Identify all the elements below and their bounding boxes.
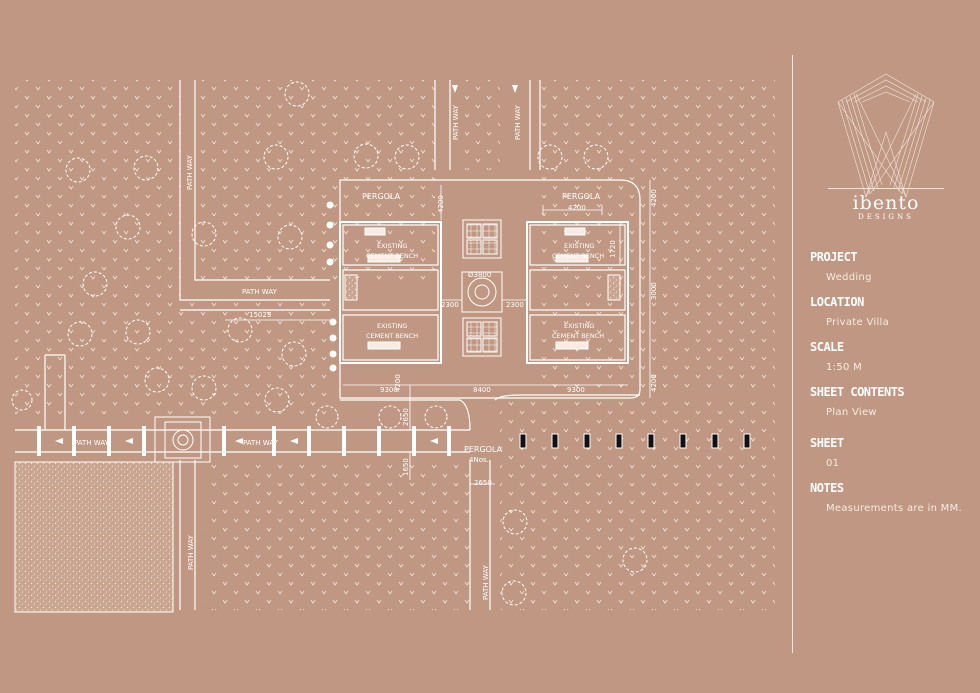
sheet-label: SHEET xyxy=(810,436,844,450)
fountain xyxy=(154,416,211,463)
brand-underline xyxy=(828,188,944,189)
bench-label-1b: CEMENT BENCH xyxy=(366,252,418,260)
pergola-markers xyxy=(519,433,751,449)
dimension-lines xyxy=(225,180,651,485)
sheet-contents-value: Plan View xyxy=(826,407,877,418)
project-label: PROJECT xyxy=(810,250,858,264)
dim-4200-lower-right: 4200 xyxy=(650,374,658,392)
plan-labels: PATH WAY PATH WAY PATH WAY PATH WAY PATH… xyxy=(74,104,658,600)
bench-label-4b: CEMENT BENCH xyxy=(552,332,604,340)
path-way-label-horizontal: PATH WAY xyxy=(242,288,278,296)
pergola-label-left: PERGOLA xyxy=(362,192,401,201)
path-posts xyxy=(37,426,451,456)
sheet-contents-field: SHEET CONTENTS Plan View xyxy=(810,385,975,418)
dim-4200-left-top: 4200 xyxy=(437,195,445,213)
dim-9300-left: 9300 xyxy=(380,386,398,394)
bench-label-3b: CEMENT BENCH xyxy=(552,252,604,260)
scale-field: SCALE 1:50 M xyxy=(810,340,975,373)
bench-label-3a: EXISTING xyxy=(564,242,594,250)
path-way-label-bottom-centre-path: PATH WAY xyxy=(243,439,279,447)
dim-2300-left: 2300 xyxy=(441,301,459,309)
bench-label-1a: EXISTING xyxy=(377,242,407,250)
scale-value: 1:50 M xyxy=(826,362,863,373)
trees xyxy=(11,81,648,606)
notes-value: Measurements are in MM. xyxy=(826,503,963,514)
project-field: PROJECT Wedding xyxy=(810,250,975,283)
scale-label: SCALE xyxy=(810,340,844,354)
location-field: LOCATION Private Villa xyxy=(810,295,975,328)
path-way-lines xyxy=(15,80,640,610)
path-way-label-top-right: PATH WAY xyxy=(514,104,522,140)
dim-3800: Ø3800 xyxy=(468,271,491,279)
dim-15025: 15025 xyxy=(249,311,271,319)
path-arrows xyxy=(55,85,518,444)
sheet-contents-label: SHEET CONTENTS xyxy=(810,385,905,399)
bench-label-2b: CEMENT BENCH xyxy=(366,332,418,340)
dim-1650: 1650 xyxy=(402,458,410,476)
path-way-label-top-centre: PATH WAY xyxy=(452,104,460,140)
pergola-count: 4Nos. xyxy=(469,456,489,464)
project-value: Wedding xyxy=(826,272,872,283)
sheet-value: 01 xyxy=(826,458,840,469)
paved-area xyxy=(14,461,174,613)
notes-field: NOTES Measurements are in MM. xyxy=(810,481,975,514)
shrubs xyxy=(326,201,337,372)
centre-features xyxy=(461,219,503,357)
path-way-label-lower-left: PATH WAY xyxy=(187,534,195,570)
dim-2650-bottom: 2650 xyxy=(474,479,492,487)
pergola-label-path: PERGOLA xyxy=(464,445,503,454)
brand-name: ibento xyxy=(852,192,920,214)
sheet-field: SHEET 01 xyxy=(810,436,975,469)
dim-8400: 8400 xyxy=(473,386,491,394)
dim-4200-vertical-mid: 4200 xyxy=(394,374,402,392)
site-plan-drawing: PATH WAY PATH WAY PATH WAY PATH WAY PATH… xyxy=(11,80,775,613)
notes-label: NOTES xyxy=(810,481,844,495)
pergola-label-right: PERGOLA xyxy=(562,192,601,201)
dim-9300-right: 9300 xyxy=(567,386,585,394)
path-way-label-lower-right: PATH WAY xyxy=(482,564,490,600)
pavilion xyxy=(339,179,641,399)
benches xyxy=(344,227,621,350)
dim-2300-right: 2300 xyxy=(506,301,524,309)
dim-2650-top: 2650 xyxy=(402,408,410,426)
dim-1720: 1720 xyxy=(609,240,617,258)
path-way-label-bottom-left-path: PATH WAY xyxy=(74,439,110,447)
title-block-divider xyxy=(792,55,793,653)
bench-label-2a: EXISTING xyxy=(377,322,407,330)
brand-tagline: DESIGNS xyxy=(858,213,914,221)
location-value: Private Villa xyxy=(826,317,890,328)
dim-3000: 3000 xyxy=(650,282,658,300)
location-label: LOCATION xyxy=(810,295,864,309)
ibento-logo-icon xyxy=(837,73,935,199)
path-way-label-top-left: PATH WAY xyxy=(186,154,194,190)
dim-4200-right-top: 4200 xyxy=(568,204,586,212)
title-block: PROJECT Wedding LOCATION Private Villa S… xyxy=(810,250,975,526)
bench-label-4a: EXISTING xyxy=(564,322,594,330)
dim-4200-far-right: 4200 xyxy=(650,189,658,207)
